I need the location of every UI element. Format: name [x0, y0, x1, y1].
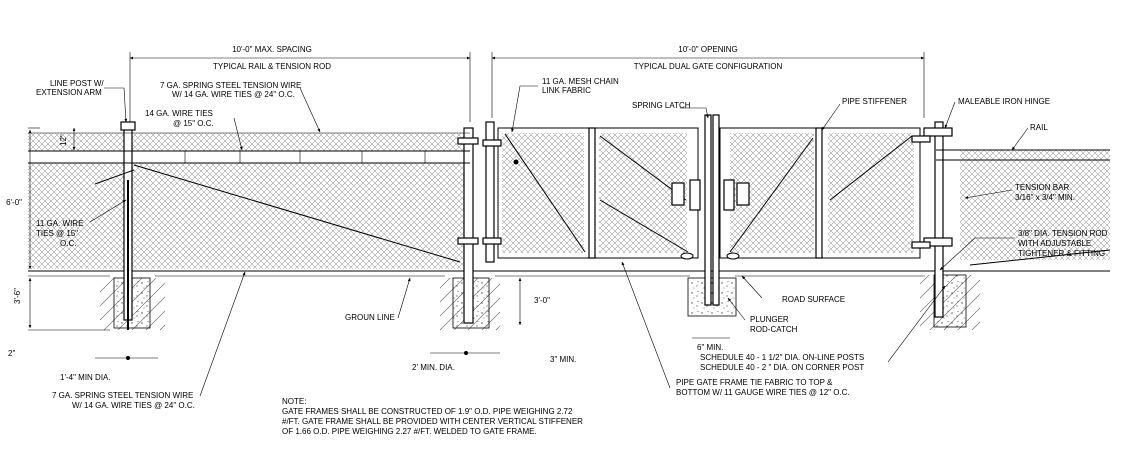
dim-6in-min: 6" MIN. — [697, 343, 723, 352]
dimension-texts: 10'-0" MAX. SPACING 10'-0" OPENING 6'-0"… — [6, 45, 738, 382]
dim-2in: 2" — [8, 349, 15, 358]
label-11ga-ties-1: 11 GA. WIRE — [36, 219, 83, 228]
label-wire-ties-2: @ 15" O.C. — [173, 119, 214, 128]
note-line-2: #/FT. GATE FRAME SHALL BE PROVIDED WITH … — [282, 417, 583, 426]
dim-2ft-dia: 2' MIN. DIA. — [412, 363, 455, 372]
dim-max-spacing: 10'-0" MAX. SPACING — [232, 45, 312, 54]
posts — [120, 114, 953, 330]
label-pipe-frame-2: BOTTOM W/ 11 GAUGE WIRE TIES @ 12" O.C. — [676, 388, 850, 397]
dimension-lines — [28, 52, 925, 360]
label-plunger-1: PLUNGER — [750, 315, 789, 324]
dim-3in-min: 3" MIN. — [550, 355, 576, 364]
label-schedule-1: SCHEDULE 40 - 1 1/2" DIA. ON-LINE POSTS — [700, 353, 864, 362]
label-road-surface: ROAD SURFACE — [782, 295, 845, 304]
dim-12in: 12" — [59, 134, 68, 146]
gate-frames — [482, 127, 931, 260]
label-rail: RAIL — [1030, 123, 1048, 132]
dim-3ft: 3'-0" — [534, 296, 550, 305]
note-title: NOTE: — [282, 397, 306, 406]
label-11ga-ties-2: TIES @ 15" — [36, 229, 78, 238]
note-line-3: OF 1.66 O.D. PIPE WEIGHING 2.27 #/FT. WE… — [282, 427, 537, 436]
label-tension-wire-2: W/ 14 GA. WIRE TIES @ 24" O.C. — [172, 90, 295, 99]
label-11ga-ties-3: O.C. — [60, 239, 76, 248]
general-note: NOTE: GATE FRAMES SHALL BE CONSTRUCTED O… — [282, 397, 583, 436]
dim-opening: 10'-0" OPENING — [678, 45, 738, 54]
label-bottom-wire-1: 7 GA. SPRING STEEL TENSION WIRE — [52, 391, 193, 400]
title-gate: TYPICAL DUAL GATE CONFIGURATION — [634, 62, 783, 71]
label-spring-latch: SPRING LATCH — [632, 101, 691, 110]
rail-wire-ties — [184, 151, 426, 163]
leader-lines — [89, 85, 1029, 397]
label-tension-wire-1: 7 GA. SPRING STEEL TENSION WIRE — [160, 81, 301, 90]
label-tension-bar-2: 3/16" x 3/4" MIN. — [1015, 193, 1075, 202]
label-tension-bar-1: TENSION BAR — [1015, 183, 1069, 192]
label-line-post-1: LINE POST W/ — [50, 79, 104, 88]
label-mesh-1: 11 GA. MESH CHAIN — [542, 77, 619, 86]
label-line-post-2: EXTENSION ARM — [36, 88, 102, 97]
rails-and-wires — [28, 132, 1110, 263]
dim-1ft4-dia: 1'-4" MIN DIA. — [60, 373, 111, 382]
fence-fabric — [28, 133, 1110, 269]
label-pipe-frame-1: PIPE GATE FRAME TIE FABRIC TO TOP & — [676, 378, 833, 387]
label-ground-line: GROUN LINE — [345, 313, 395, 322]
label-pipe-stiffener: PIPE STIFFENER — [842, 97, 907, 106]
section-titles: TYPICAL RAIL & TENSION ROD TYPICAL DUAL … — [213, 62, 782, 71]
label-bottom-wire-2: W/ 14 GA. WIRE TIES @ 24" O.C. — [72, 401, 195, 410]
callout-labels: LINE POST W/ EXTENSION ARM 7 GA. SPRING … — [36, 77, 1108, 410]
label-tension-rod-3: TIGHTENER & FITTING — [1018, 249, 1105, 258]
label-tension-rod-1: 3/8" DIA. TENSION ROD — [1018, 229, 1108, 238]
label-hinge: MALEABLE IRON HINGE — [958, 97, 1050, 106]
label-schedule-2: SCHEDULE 40 - 2 " DIA. ON CORNER POST — [700, 363, 864, 372]
note-line-1: GATE FRAMES SHALL BE CONSTRUCTED OF 1.9"… — [282, 407, 573, 416]
label-mesh-2: LINK FABRIC — [542, 86, 591, 95]
dim-3ft6: 3'-6" — [13, 288, 22, 304]
label-wire-ties-1: 14 GA. WIRE TIES — [145, 109, 213, 118]
label-plunger-2: ROD-CATCH — [750, 325, 798, 334]
title-rail: TYPICAL RAIL & TENSION ROD — [213, 62, 331, 71]
dim-6ft: 6'-0" — [6, 198, 22, 207]
label-tension-rod-2: WITH ADJUSTABLE — [1018, 239, 1091, 248]
